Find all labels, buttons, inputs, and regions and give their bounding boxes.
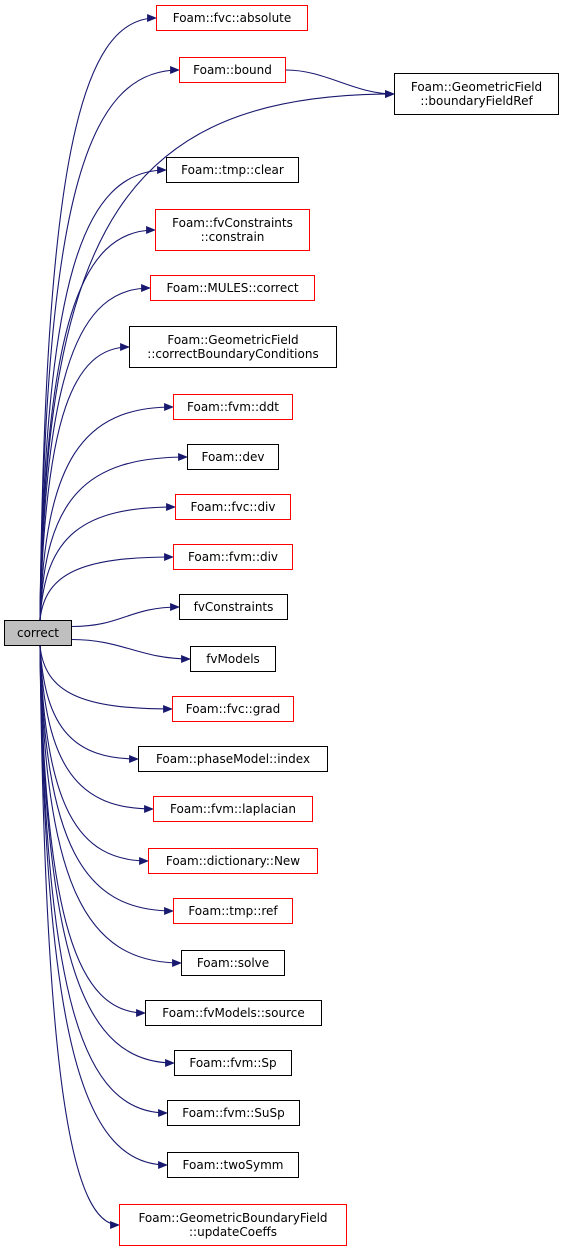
edge-correct-to-grad bbox=[39, 645, 173, 713]
node-label: Foam::fvConstraints bbox=[172, 216, 293, 230]
node-label: Foam::fvc::absolute bbox=[172, 11, 292, 25]
edge-correct-to-fvc-div bbox=[39, 503, 176, 621]
node-mules-correct[interactable]: Foam::MULES::correct bbox=[150, 275, 315, 301]
node-dev[interactable]: Foam::dev bbox=[187, 444, 279, 470]
edge-correct-to-SuSp bbox=[39, 645, 168, 1117]
edge-correct-to-twoSymm bbox=[39, 645, 168, 1169]
node-laplacian[interactable]: Foam::fvm::laplacian bbox=[153, 796, 313, 822]
node-fvConstraints[interactable]: fvConstraints bbox=[179, 594, 288, 620]
edge-correct-to-dev bbox=[39, 453, 188, 621]
node-constrain[interactable]: Foam::fvConstraints::constrain bbox=[155, 209, 310, 251]
edge-correct-to-fvm-div bbox=[39, 553, 174, 621]
node-label: Foam::fvModels::source bbox=[162, 1006, 305, 1020]
node-boundaryFieldRef[interactable]: Foam::GeometricField::boundaryFieldRef bbox=[394, 73, 559, 115]
node-source[interactable]: Foam::fvModels::source bbox=[145, 1000, 322, 1026]
edge-correct-to-fvModels bbox=[71, 638, 191, 663]
node-ref[interactable]: Foam::tmp::ref bbox=[173, 898, 293, 924]
node-fvm-div[interactable]: Foam::fvm::div bbox=[173, 544, 293, 570]
edge-correct-to-solve bbox=[39, 645, 182, 967]
node-label: Foam::dev bbox=[201, 450, 265, 464]
node-label: Foam::GeometricField bbox=[410, 80, 543, 94]
node-updateCoeffs[interactable]: Foam::GeometricBoundaryField::updateCoef… bbox=[119, 1204, 347, 1246]
node-label: Foam::GeometricBoundaryField bbox=[138, 1211, 328, 1225]
edge-correct-to-absolute bbox=[39, 14, 157, 621]
edge-correct-to-mules-correct bbox=[39, 284, 151, 621]
node-fvModels[interactable]: fvModels bbox=[190, 646, 276, 672]
node-label: Foam::fvc::grad bbox=[185, 702, 281, 716]
node-label: Foam::fvm::laplacian bbox=[170, 802, 296, 816]
edge-correct-to-fvConstraints bbox=[71, 603, 180, 628]
edge-correct-to-index bbox=[39, 645, 139, 763]
edge-correct-to-ref bbox=[39, 645, 174, 915]
node-label: ::boundaryFieldRef bbox=[420, 94, 533, 108]
node-label: Foam::fvm::SuSp bbox=[182, 1106, 285, 1120]
edge-correct-to-bound bbox=[39, 66, 180, 621]
node-label: Foam::twoSymm bbox=[182, 1158, 284, 1172]
node-Sp[interactable]: Foam::fvm::Sp bbox=[174, 1050, 292, 1076]
node-grad[interactable]: Foam::fvc::grad bbox=[172, 696, 294, 722]
edge-correct-to-Sp bbox=[39, 645, 175, 1067]
node-solve[interactable]: Foam::solve bbox=[181, 950, 285, 976]
node-correct: correct bbox=[4, 620, 72, 646]
node-label: Foam::solve bbox=[196, 956, 270, 970]
node-fvc-div[interactable]: Foam::fvc::div bbox=[175, 494, 291, 520]
node-twoSymm[interactable]: Foam::twoSymm bbox=[167, 1152, 299, 1178]
edge-correct-to-correctBoundaryConditions bbox=[39, 343, 130, 621]
node-clear[interactable]: Foam::tmp::clear bbox=[166, 157, 299, 183]
edge-bound-to-boundaryFieldRef bbox=[285, 69, 395, 98]
node-label: Foam::fvm::ddt bbox=[187, 400, 279, 414]
node-label: Foam::fvm::Sp bbox=[189, 1056, 277, 1070]
node-label: Foam::dictionary::New bbox=[165, 854, 301, 868]
node-label: ::updateCoeffs bbox=[189, 1225, 277, 1239]
node-New[interactable]: Foam::dictionary::New bbox=[148, 848, 318, 874]
node-ddt[interactable]: Foam::fvm::ddt bbox=[173, 394, 293, 420]
node-label: Foam::tmp::ref bbox=[188, 904, 278, 918]
node-label: Foam::fvm::div bbox=[187, 550, 279, 564]
node-label: fvModels bbox=[206, 652, 260, 666]
edge-correct-to-clear bbox=[39, 166, 167, 621]
node-label: ::constrain bbox=[200, 230, 265, 244]
node-index[interactable]: Foam::phaseModel::index bbox=[138, 746, 328, 772]
edge-correct-to-constrain bbox=[39, 226, 156, 621]
node-absolute[interactable]: Foam::fvc::absolute bbox=[156, 5, 308, 31]
edge-correct-to-New bbox=[39, 645, 149, 865]
node-bound[interactable]: Foam::bound bbox=[179, 57, 286, 83]
node-label: fvConstraints bbox=[193, 600, 274, 614]
node-SuSp[interactable]: Foam::fvm::SuSp bbox=[167, 1100, 300, 1126]
node-label: ::correctBoundaryConditions bbox=[147, 347, 319, 361]
node-label: Foam::fvc::div bbox=[190, 500, 276, 514]
edge-correct-to-updateCoeffs bbox=[39, 645, 120, 1229]
node-label: Foam::bound bbox=[193, 63, 272, 77]
node-correctBoundaryConditions[interactable]: Foam::GeometricField::correctBoundaryCon… bbox=[129, 326, 337, 368]
node-label: Foam::GeometricField bbox=[167, 333, 299, 347]
edge-correct-to-laplacian bbox=[39, 645, 154, 813]
node-label: Foam::MULES::correct bbox=[166, 281, 299, 295]
node-label: Foam::tmp::clear bbox=[181, 163, 284, 177]
node-label: Foam::phaseModel::index bbox=[155, 752, 311, 766]
edge-correct-to-ddt bbox=[39, 403, 174, 621]
node-label: correct bbox=[16, 626, 60, 640]
